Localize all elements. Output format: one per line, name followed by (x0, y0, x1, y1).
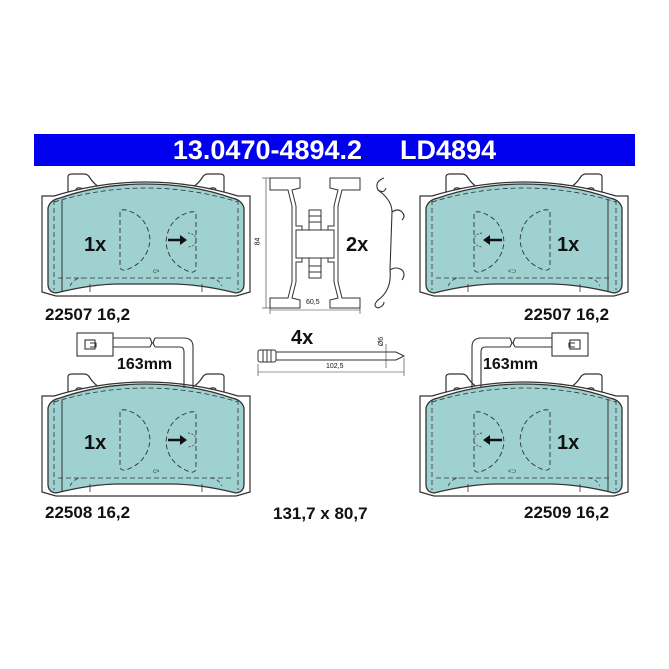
pin-length-dimension: 102,5 (326, 363, 344, 370)
part-number: 22509 (524, 503, 572, 522)
pin-quantity: 4x (291, 327, 314, 349)
sensor-right-length: 163mm (483, 356, 539, 373)
wear-sensor-right (471, 332, 589, 388)
article-number: 13.0470-4894.2 (172, 134, 363, 165)
pad-bottom-left-quantity: 1x (84, 432, 107, 454)
pad-top-left-quantity: 1x (84, 234, 107, 256)
clip-width-dimension: 60,5 (306, 299, 320, 306)
pad-bottom-left-part-number: 22508 16,2 (45, 503, 130, 523)
thickness: 16,2 (576, 503, 610, 522)
anti-rattle-clip (269, 177, 361, 309)
pad-bottom-right-part-number: 22509 16,2 (524, 503, 609, 523)
pad-bottom-left (41, 373, 251, 497)
sensor-left-length: 163mm (117, 356, 173, 373)
pad-top-right-quantity: 1x (557, 234, 580, 256)
pin-dimensions (257, 344, 405, 376)
wear-sensor-left (76, 332, 194, 388)
pad-top-right (419, 173, 629, 297)
wire-spring (374, 177, 405, 309)
pad-bottom-right-quantity: 1x (557, 432, 580, 454)
clip-dimensions (262, 177, 361, 314)
part-number: 22507 (45, 305, 93, 324)
reference-code: LD4894 (400, 134, 497, 165)
thickness: 16,2 (576, 305, 610, 324)
clip-quantity: 2x (346, 234, 369, 256)
pad-top-left (41, 173, 251, 297)
guide-pin (257, 349, 406, 363)
part-number: 22507 (524, 305, 572, 324)
pad-top-left-part-number: 22507 16,2 (45, 305, 130, 325)
part-number: 22508 (45, 503, 93, 522)
pad-bottom-right (419, 373, 629, 497)
thickness: 16,2 (97, 305, 131, 324)
thickness: 16,2 (97, 503, 131, 522)
clip-height-dimension: 84 (254, 237, 262, 246)
product-header-banner: 13.0470-4894.2 LD4894 (34, 134, 635, 166)
pin-diameter-dimension: Ø6 (378, 336, 386, 347)
pad-dimensions: 131,7 x 80,7 (273, 504, 368, 523)
pad-top-right-part-number: 22507 16,2 (524, 305, 609, 325)
